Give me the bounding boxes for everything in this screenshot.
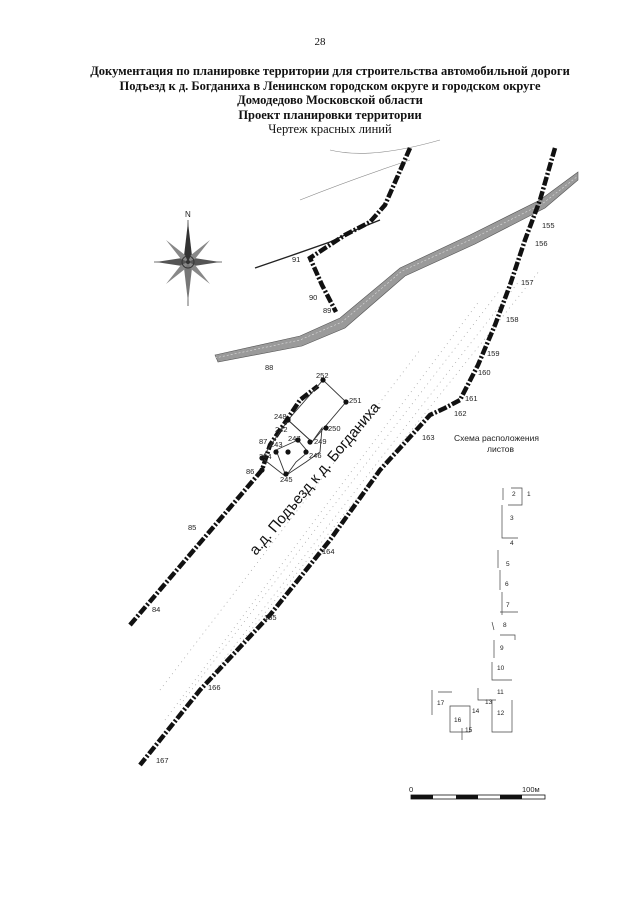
title-line-4: Проект планировки территории: [238, 107, 422, 122]
point-label: 91: [292, 255, 300, 264]
point-label: 250: [328, 424, 341, 433]
left-red-line: [128, 384, 320, 627]
sheet-label: 12: [497, 710, 505, 717]
point-label: 88: [265, 363, 273, 372]
document-title: Документация по планировке территории дл…: [60, 64, 600, 137]
scale-start-label: 0: [409, 785, 413, 794]
point-label: 242: [275, 425, 288, 434]
upper-red-line: [307, 147, 413, 314]
point-label: 252: [316, 371, 329, 380]
point-label: 165: [264, 613, 277, 622]
point-label: 163: [422, 433, 435, 442]
sheet-label: 6: [505, 581, 509, 588]
compass-rose: N: [154, 210, 222, 306]
road-label: а.д. Подъезд к д. Богданиха: [246, 399, 384, 559]
sheet-label: 14: [472, 708, 480, 715]
point-label: 160: [478, 368, 491, 377]
point-labels: 84 85 86 87 88 89 90 91 155 156 157 158 …: [152, 221, 555, 765]
sheet-label: 17: [437, 700, 445, 707]
point-label: 167: [156, 756, 169, 765]
point-label: 248: [274, 412, 287, 421]
sheet-label: 5: [506, 561, 510, 568]
sheet-label: 7: [506, 602, 510, 609]
point-label: 164: [322, 547, 335, 556]
point-label: 159: [487, 349, 500, 358]
point-label: 245: [280, 475, 293, 484]
point-label: 251: [349, 396, 362, 405]
background-contours: [254, 139, 441, 269]
point-label: 162: [454, 409, 467, 418]
sheet-label: 8: [503, 622, 507, 629]
point-label: 247: [288, 434, 301, 443]
scale-end-label: 100м: [522, 785, 540, 794]
point-label: 90: [309, 293, 317, 302]
sheet-label: 2: [512, 491, 516, 498]
red-lines: [128, 147, 558, 767]
scheme-title-line-1: Схема расположения: [454, 433, 539, 443]
sheet-scheme: Схема расположения листов 1 2 3 4 5 6 7 …: [431, 433, 539, 740]
page-number: 28: [314, 36, 326, 48]
point-label: 158: [506, 315, 519, 324]
point-label: 84: [152, 605, 160, 614]
point-label: 249: [314, 437, 327, 446]
point-label: 86: [246, 467, 254, 476]
parcel-vertices: [259, 377, 349, 477]
title-line-1: Документация по планировке территории дл…: [90, 64, 570, 78]
point-label: 243: [270, 440, 283, 449]
sheet-label: 13: [485, 699, 493, 706]
point-label: 85: [188, 523, 196, 532]
point-label: 246: [309, 451, 322, 460]
title-line-2: Подъезд к д. Богданиха в Ленинском город…: [119, 78, 541, 93]
sheet-label: 3: [510, 515, 514, 522]
sheet-label: 9: [500, 645, 504, 652]
sheet-label: 1: [527, 491, 531, 498]
right-red-line: [138, 147, 558, 767]
road-edges: [159, 269, 541, 721]
point-label: 244: [259, 452, 272, 461]
drawing-subtitle: Чертеж красных линий: [268, 122, 392, 136]
scale-bar: 0 100м: [409, 785, 546, 800]
sheet-label: 11: [497, 689, 504, 696]
highway-band: [214, 171, 579, 363]
compass-north-label: N: [185, 210, 191, 219]
point-label: 161: [465, 394, 478, 403]
scheme-title-line-2: листов: [487, 444, 514, 454]
sheet-label: 15: [465, 727, 473, 734]
sheet-label: 16: [454, 717, 462, 724]
point-label: 87: [259, 437, 267, 446]
point-label: 89: [323, 306, 331, 315]
sheet-label: 4: [510, 540, 514, 547]
point-label: 156: [535, 239, 548, 248]
point-label: 155: [542, 221, 555, 230]
point-label: 157: [521, 278, 534, 287]
point-label: 166: [208, 683, 221, 692]
sheet-label: 10: [497, 665, 505, 672]
title-line-3: Домодедово Московской области: [237, 93, 423, 107]
